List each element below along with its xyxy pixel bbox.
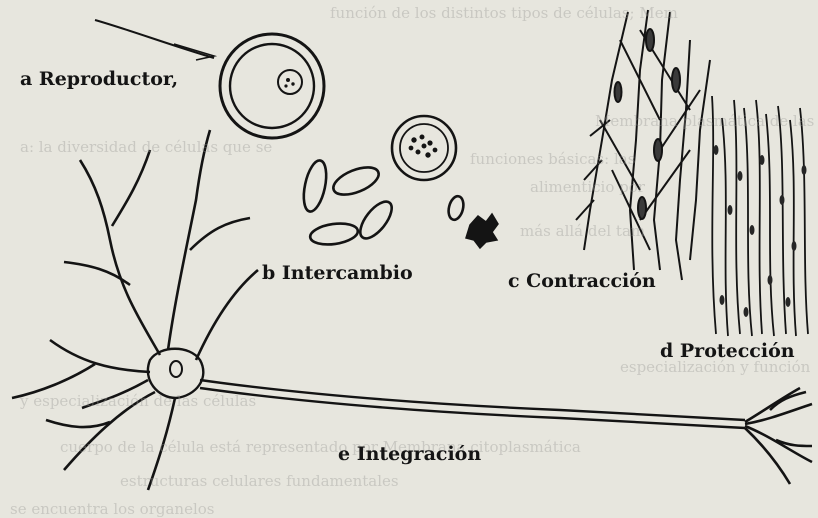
bleed-through-line: cuerpo de la célula está representado po…: [60, 438, 581, 456]
bleed-through-line: y especialización de las células: [20, 392, 256, 410]
bleed-through-line: más allá del tam: [520, 222, 645, 240]
bleed-through-line: funciones básicas: las: [470, 150, 635, 168]
bleed-through-line: a: la diversidad de células que se: [20, 138, 272, 156]
bleed-through-line: se encuentra los organelos: [10, 500, 215, 518]
bleed-through-line: función de los distintos tipos de célula…: [330, 4, 678, 22]
label-integracion: e Integración: [338, 443, 481, 465]
bleed-through-line: estructuras celulares fundamentales: [120, 472, 399, 490]
label-intercambio: b Intercambio: [262, 262, 413, 284]
label-contraccion: c Contracción: [508, 270, 656, 292]
bleed-through-line: Membrana plasmática de las célu: [595, 112, 818, 130]
bleed-through-line: alimenticio por: [530, 178, 645, 196]
label-reproductor: a Reproductor,: [20, 68, 178, 90]
label-proteccion: d Protección: [660, 340, 795, 362]
